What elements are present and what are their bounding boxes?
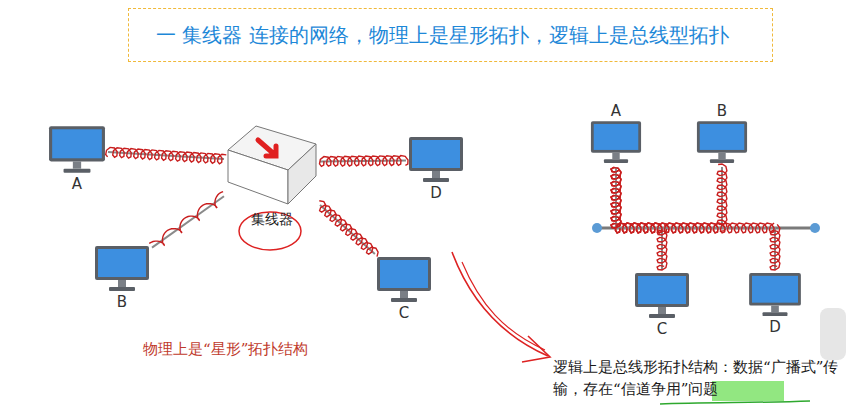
- hub-side: [288, 144, 316, 204]
- arrow-head: [522, 336, 550, 362]
- computer-icon: [634, 272, 690, 320]
- monitor-base: [109, 287, 135, 291]
- monitor-bezel: [697, 121, 747, 153]
- monitor-base: [604, 159, 628, 163]
- cable-scribble: [319, 201, 378, 257]
- host-label: C: [634, 320, 690, 338]
- connector: [106, 147, 227, 163]
- cable-scribble: [320, 156, 409, 167]
- monitor-screen: [52, 129, 102, 158]
- host-label: B: [696, 102, 748, 120]
- monitor-bezel: [377, 257, 431, 291]
- monitor-bezel: [95, 246, 149, 280]
- monitor-base: [423, 178, 449, 182]
- cable-line: [616, 167, 722, 228]
- bus-terminator: [592, 223, 602, 233]
- computer-node: A: [590, 102, 642, 165]
- monitor-screen: [638, 276, 686, 304]
- host-label: A: [590, 102, 642, 120]
- computer-node: C: [376, 256, 432, 322]
- monitor-neck: [432, 171, 440, 178]
- monitor-screen: [412, 140, 460, 168]
- cable-scribble: [611, 167, 780, 270]
- caption-note: 物理上是“星形”拓扑结构: [143, 338, 403, 360]
- monitor-neck: [73, 161, 81, 168]
- connector: [149, 192, 224, 248]
- underline-mark: [660, 401, 810, 404]
- monitor-base: [649, 314, 675, 318]
- monitor-bezel: [749, 273, 801, 306]
- computer-icon: [94, 245, 150, 293]
- monitor-neck: [771, 306, 779, 313]
- monitor-screen: [594, 124, 639, 150]
- computer-icon: [696, 120, 748, 165]
- computer-node: B: [94, 245, 150, 311]
- transform-arrow: [462, 262, 545, 350]
- monitor-neck: [400, 291, 408, 298]
- hub-arrow: [258, 140, 276, 156]
- computer-icon: [408, 136, 464, 184]
- hub-node: 集线器: [226, 118, 318, 228]
- monitor-screen: [98, 249, 146, 277]
- monitor-neck: [658, 307, 666, 314]
- monitor-neck: [718, 153, 725, 160]
- monitor-base: [710, 159, 734, 163]
- computer-node: D: [748, 272, 802, 336]
- computer-node: A: [48, 125, 106, 193]
- monitor-base: [763, 312, 788, 316]
- computer-icon: [48, 125, 106, 175]
- cable-scribble: [149, 192, 223, 245]
- host-label: A: [48, 175, 106, 193]
- host-label: D: [748, 318, 802, 336]
- monitor-bezel: [409, 137, 463, 171]
- monitor-screen: [700, 124, 745, 150]
- cable-line: [320, 160, 406, 161]
- connector: [319, 201, 378, 257]
- monitor-bezel: [635, 273, 689, 307]
- computer-icon: [376, 256, 432, 304]
- monitor-screen: [380, 260, 428, 288]
- monitor-neck: [612, 153, 619, 160]
- monitor-bezel: [49, 126, 105, 161]
- cable-line: [616, 167, 662, 270]
- caption-note: 逻辑上是总线形拓扑结构：数据“广播式”传输，存在“信道争用”问题: [553, 356, 841, 400]
- computer-icon: [590, 120, 642, 165]
- hub-icon: [226, 118, 318, 206]
- highlight-mark: [712, 381, 784, 401]
- computer-node: B: [696, 102, 748, 165]
- monitor-neck: [118, 280, 126, 287]
- title-text: 一 集线器 连接的网络，物理上是星形拓扑，逻辑上是总线型拓扑: [156, 22, 729, 49]
- host-label: B: [94, 293, 150, 311]
- hub-front: [228, 150, 288, 204]
- bus-terminator: [810, 223, 820, 233]
- cable-line: [616, 167, 775, 270]
- monitor-bezel: [591, 121, 641, 153]
- computer-icon: [748, 272, 802, 318]
- monitor-base: [64, 169, 91, 173]
- cable-scribble: [106, 147, 227, 163]
- device-name: 集线器: [226, 210, 318, 228]
- monitor-base: [391, 298, 417, 302]
- host-label: D: [408, 184, 464, 202]
- monitor-screen: [752, 276, 798, 303]
- toolbar: [820, 308, 846, 360]
- host-label: C: [376, 304, 432, 322]
- computer-node: C: [634, 272, 690, 338]
- computer-node: D: [408, 136, 464, 202]
- connector: [611, 167, 780, 270]
- connector: [320, 156, 409, 167]
